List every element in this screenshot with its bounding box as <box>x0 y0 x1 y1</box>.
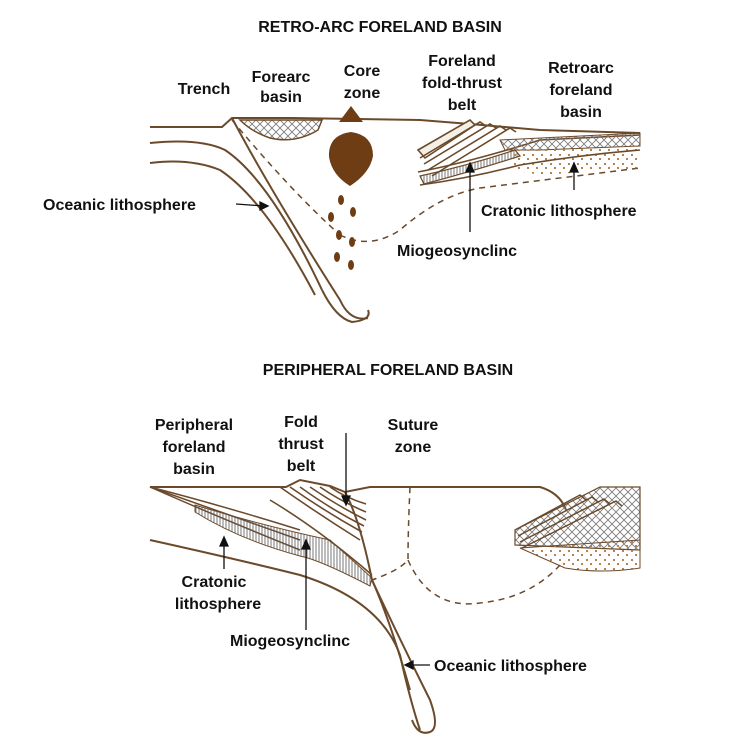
label-suture-1: Suture <box>388 417 439 434</box>
label-peripheral-1: Peripheral <box>155 417 233 434</box>
magma-droplets <box>328 195 356 270</box>
label-trench: Trench <box>178 81 230 98</box>
label-core-1: Core <box>344 63 381 80</box>
label-oceanic-bottom: Oceanic lithosphere <box>434 658 587 675</box>
oceanic-layer-1 <box>149 140 323 291</box>
label-cratonic-1: Cratonic <box>182 574 247 591</box>
label-foreland-3: belt <box>448 97 477 114</box>
label-forearc-2: basin <box>260 89 302 106</box>
label-fold-3: belt <box>287 458 316 475</box>
bottom-dashed-1 <box>371 486 411 581</box>
top-dashed-2 <box>339 167 641 243</box>
label-peripheral-3: basin <box>173 461 215 478</box>
label-peripheral-2: foreland <box>162 439 225 456</box>
label-foreland-2: fold-thrust <box>422 75 503 92</box>
label-retroarc-3: basin <box>560 104 602 121</box>
bottom-slab-upper <box>149 539 421 731</box>
peripheral-diagram: PERIPHERAL FORELAND BASIN Peripheral for… <box>149 362 641 734</box>
label-miogeo-bottom: Miogeosynclinc <box>230 633 350 650</box>
label-fold-1: Fold <box>284 414 318 431</box>
top-leaders <box>235 161 580 232</box>
label-cratonic-2: lithosphere <box>175 596 261 613</box>
label-foreland-1: Foreland <box>428 53 496 70</box>
bottom-surface-line <box>150 478 567 511</box>
slab-tip <box>321 289 370 324</box>
label-oceanic-top: Oceanic lithosphere <box>43 197 196 214</box>
core-zone-peak <box>339 106 363 122</box>
label-retroarc-2: foreland <box>549 82 612 99</box>
label-retroarc-1: Retroarc <box>548 60 614 77</box>
label-miogeo-top: Miogeosynclinc <box>397 243 517 260</box>
slab-top-line <box>231 117 369 320</box>
bottom-dashed-2 <box>407 559 561 605</box>
top-basement-line <box>419 149 641 186</box>
label-forearc-1: Forearc <box>252 69 311 86</box>
core-zone-pluton <box>328 132 373 186</box>
label-suture-2: zone <box>395 439 432 456</box>
forearc-basin-fill <box>238 119 324 141</box>
bottom-miogeosyncline-strip <box>194 504 373 587</box>
label-core-2: zone <box>344 85 381 102</box>
label-cratonic-top: Cratonic lithosphere <box>481 203 637 220</box>
bottom-slab-lower <box>371 579 436 734</box>
top-title: RETRO-ARC FORELAND BASIN <box>258 19 502 36</box>
bottom-right-block <box>514 486 641 572</box>
bottom-leaders <box>218 433 430 671</box>
oceanic-layer-2 <box>149 160 316 296</box>
label-fold-2: thrust <box>278 436 324 453</box>
bottom-title: PERIPHERAL FORELAND BASIN <box>263 362 513 379</box>
retro-arc-diagram: RETRO-ARC FORELAND BASIN Trench Forearc … <box>43 19 641 324</box>
